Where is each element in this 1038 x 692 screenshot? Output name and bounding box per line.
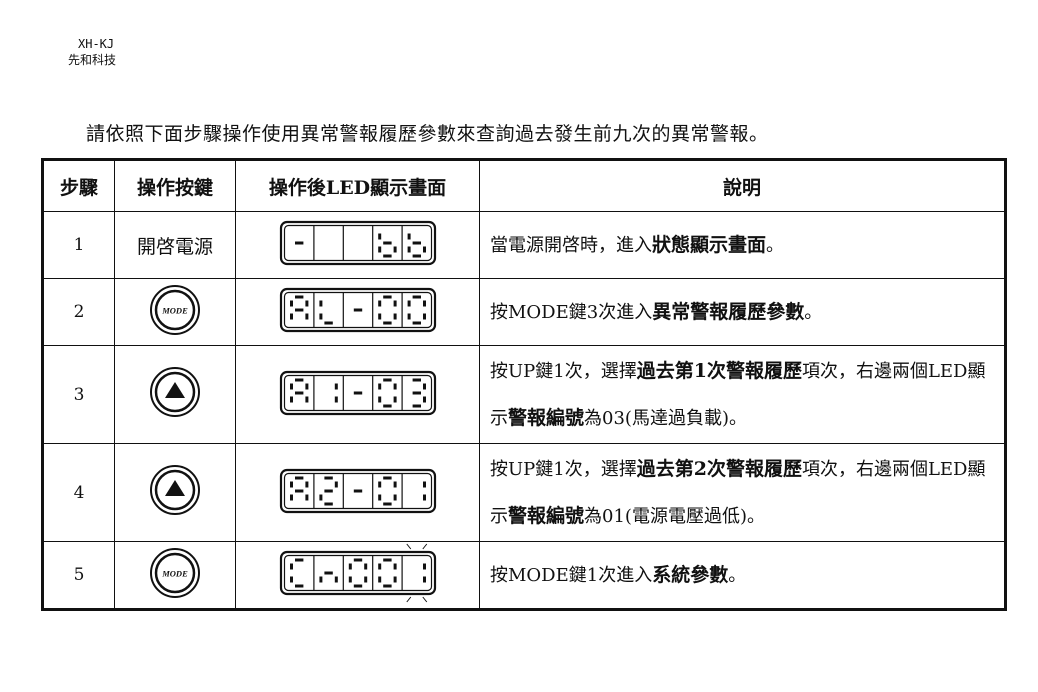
header-desc: 說明 [479, 159, 1006, 212]
led-cell [235, 541, 480, 610]
mode-button-icon: MODE [150, 547, 200, 598]
description: 按UP鍵1次，選擇過去第1次警報履歷項次，右邊兩個LED顯示警報編號為03(馬達… [479, 345, 1006, 444]
key-text: 開啓電源 [136, 235, 213, 258]
company-name: 先和科技 [68, 53, 117, 67]
led-digit [318, 476, 338, 505]
led-digit [407, 295, 426, 325]
emphasis-text: 過去第1次警報履歷 [636, 359, 802, 382]
description-text: 按UP鍵1次，選擇 [490, 458, 637, 480]
key-cell: MODE [114, 278, 236, 346]
emphasis-text: 警報編號 [508, 406, 585, 429]
led-cell [235, 278, 480, 346]
header-led: 操作後LED顯示畫面 [235, 159, 480, 212]
description-text: 。 [804, 301, 823, 323]
company-header: XH-KJ 先和科技 [68, 36, 116, 68]
mode-button-label: MODE [161, 305, 188, 315]
description: 當電源開啓時，進入狀態顯示畫面。 [479, 211, 1006, 279]
description-text: 項次，右邊兩個LED顯示 [490, 458, 986, 527]
led-cell [235, 211, 480, 279]
table-row: 3 按UP鍵1次，選擇過去第1次警報履歷項次，右邊兩個LED顯示警報編號為03(馬… [42, 345, 1006, 444]
header-key: 操作按鍵 [114, 159, 236, 212]
step-number: 5 [42, 541, 115, 610]
led-digit [377, 295, 397, 325]
description-text: 為03(馬達過負載)。 [584, 407, 747, 429]
description-text: 為01(電源電壓過低)。 [584, 505, 765, 527]
steps-table: 步驟 操作按鍵 操作後LED顯示畫面 說明 1 開啓電源 當電源開啓時，進入狀態顯示… [41, 158, 1007, 611]
led-digit [377, 233, 397, 258]
table-row: 5 MODE 按MODE鍵1次進入系統參數。 [42, 541, 1006, 610]
blink-indicator-icon [405, 543, 427, 603]
mode-button-icon: MODE [150, 284, 200, 335]
description-text: 按MODE鍵1次進入 [490, 564, 653, 586]
key-cell [114, 443, 236, 542]
led-digit [377, 378, 397, 407]
led-cell [235, 345, 480, 444]
step-number: 3 [42, 345, 115, 444]
description-text: 。 [728, 564, 747, 586]
up-arrow-button-icon [150, 367, 200, 417]
emphasis-text: 警報編號 [508, 504, 585, 527]
description: 按UP鍵1次，選擇過去第2次警報履歷項次，右邊兩個LED顯示警報編號為01(電源… [479, 443, 1006, 542]
key-cell [114, 345, 236, 444]
led-digit [289, 476, 308, 500]
led-digit [289, 295, 308, 320]
led-digit [318, 571, 338, 583]
description-text: 按MODE鍵3次進入 [490, 301, 653, 323]
table-header-row: 步驟 操作按鍵 操作後LED顯示畫面 說明 [42, 159, 1006, 212]
led-display [279, 468, 436, 513]
led-digit [348, 558, 367, 588]
description-text: 按UP鍵1次，選擇 [490, 360, 637, 382]
led-display [279, 220, 436, 266]
led-digit [289, 378, 308, 402]
table-row: 4 按UP鍵1次，選擇過去第2次警報履歷項次，右邊兩個LED顯示警報編號為01(電… [42, 443, 1006, 542]
description-text: 當電源開啓時，進入 [490, 234, 652, 256]
led-digit [377, 476, 397, 505]
led-display [279, 543, 436, 603]
step-number: 1 [42, 211, 115, 279]
emphasis-text: 過去第2次警報履歷 [636, 457, 802, 480]
description: 按MODE鍵1次進入系統參數。 [479, 541, 1006, 610]
led-cell [235, 443, 480, 542]
step-number: 2 [42, 278, 115, 346]
led-display [279, 370, 436, 415]
emphasis-text: 系統參數 [652, 563, 729, 586]
step-number: 4 [42, 443, 115, 542]
company-code: XH-KJ [78, 37, 115, 51]
led-digit [412, 378, 426, 407]
up-arrow-button-icon [150, 465, 200, 515]
led-digit [289, 558, 303, 588]
intro-text: 請依照下面步驟操作使用異常警報履歷參數來查詢過去發生前九次的異常警報。 [86, 123, 769, 145]
table-row: 2 MODE 按MODE鍵3次進入異常警報履歷參數。 [42, 278, 1006, 346]
key-cell: MODE [114, 541, 236, 610]
key-cell: 開啓電源 [114, 211, 236, 279]
led-digit [318, 300, 333, 325]
header-step: 步驟 [42, 159, 115, 212]
description-text: 。 [766, 234, 785, 256]
table-row: 1 開啓電源 當電源開啓時，進入狀態顯示畫面。 [42, 211, 1006, 279]
led-display [279, 287, 436, 333]
led-digit [407, 233, 426, 258]
description: 按MODE鍵3次進入異常警報履歷參數。 [479, 278, 1006, 346]
led-digit [377, 558, 397, 588]
emphasis-text: 狀態顯示畫面 [652, 233, 767, 256]
mode-button-label: MODE [161, 568, 188, 578]
description-text: 項次，右邊兩個LED顯示 [490, 360, 986, 429]
emphasis-text: 異常警報履歷參數 [652, 300, 805, 323]
